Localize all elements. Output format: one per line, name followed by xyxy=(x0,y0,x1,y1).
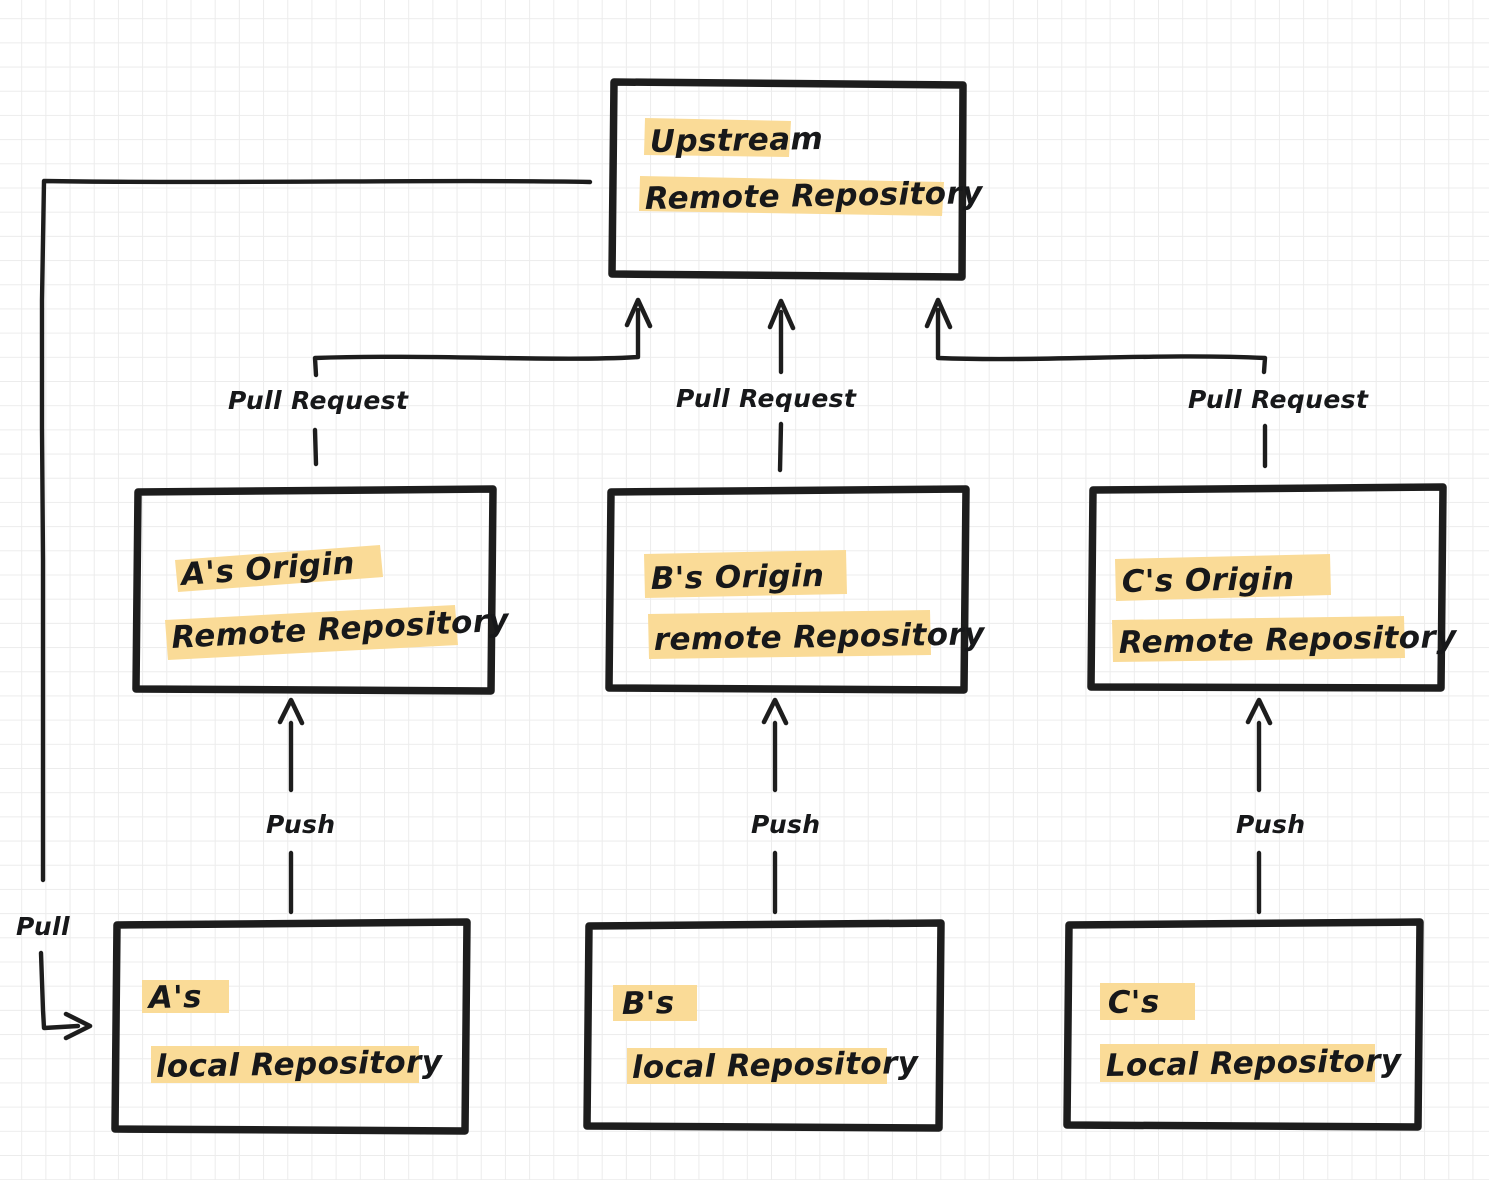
highlight-c-origin-line2 xyxy=(1112,616,1405,662)
c-local-box-outline xyxy=(1063,918,1424,1131)
pull-request-c-arrowhead xyxy=(924,297,953,330)
pull-request-a-label: Pull Request xyxy=(228,386,409,415)
pull-connector-top xyxy=(39,178,593,883)
highlight-b-origin-line2 xyxy=(648,610,931,659)
pull-label: Pull xyxy=(16,912,70,941)
connector-layer xyxy=(38,178,1273,1041)
push-b-arrowhead xyxy=(761,697,789,726)
pull-connector-bottom xyxy=(38,950,81,1031)
c-origin-label-line1: C's Origin xyxy=(1122,561,1295,600)
highlight-a-local-line1 xyxy=(142,980,229,1013)
b-local-label-line1: B's xyxy=(622,985,675,1022)
a-local-label-line1: A's xyxy=(146,979,203,1016)
pull-request-b-arrowhead xyxy=(767,298,796,331)
a-origin-box-outline xyxy=(132,485,497,695)
push-c-label: Push xyxy=(1236,810,1306,839)
highlight-b-local-line2 xyxy=(627,1048,887,1084)
c-origin-box-outline xyxy=(1087,483,1447,692)
c-local-label-line2: Local Repository xyxy=(1106,1043,1404,1084)
highlight-upstream-line1 xyxy=(644,118,791,157)
box-layer xyxy=(111,78,1447,1135)
pull-request-c-upper xyxy=(935,307,1268,375)
c-local-label-line1: C's xyxy=(1108,984,1161,1021)
b-origin-box-outline xyxy=(605,485,970,694)
highlight-b-local-line1 xyxy=(613,985,697,1021)
push-a-label: Push xyxy=(266,810,336,839)
text-layer: Upstream Remote Repository A's Origin Re… xyxy=(16,121,1458,1086)
pull-request-c-label: Pull Request xyxy=(1188,385,1369,414)
highlight-a-local-line2 xyxy=(151,1046,419,1083)
upstream-label-line2: Remote Repository xyxy=(645,175,985,217)
a-local-label-line2: local Repository xyxy=(156,1044,445,1085)
highlight-a-origin-line2 xyxy=(165,605,458,660)
push-c-arrowhead xyxy=(1245,697,1273,726)
upstream-box-outline xyxy=(608,78,967,281)
push-a-arrowhead xyxy=(277,697,305,726)
pull-request-a-lower xyxy=(312,427,319,467)
pull-arrowhead xyxy=(63,1011,93,1041)
pull-request-a-arrowhead xyxy=(624,297,653,329)
c-origin-label-line2: Remote Repository xyxy=(1119,619,1459,661)
pull-request-b-lower xyxy=(777,421,784,473)
upstream-label-line1: Upstream xyxy=(650,121,824,160)
highlight-c-local-line1 xyxy=(1100,983,1195,1020)
highlight-b-origin-line1 xyxy=(644,550,847,598)
b-local-box-outline xyxy=(583,919,945,1132)
highlight-c-origin-line1 xyxy=(1115,554,1331,601)
highlighter-layer xyxy=(142,118,1405,1084)
b-origin-label-line1: B's Origin xyxy=(651,558,825,597)
highlight-upstream-line2 xyxy=(639,176,944,216)
push-b-label: Push xyxy=(751,810,821,839)
highlight-a-origin-line1 xyxy=(175,545,383,592)
highlight-c-local-line2 xyxy=(1100,1044,1375,1082)
pull-request-a-upper xyxy=(312,307,641,378)
a-local-box-outline xyxy=(111,918,471,1135)
pull-request-b-label: Pull Request xyxy=(676,384,857,413)
b-local-label-line2: local Repository xyxy=(632,1045,921,1086)
b-origin-label-line2: remote Repository xyxy=(654,616,987,658)
a-origin-label-line1: A's Origin xyxy=(177,545,356,593)
